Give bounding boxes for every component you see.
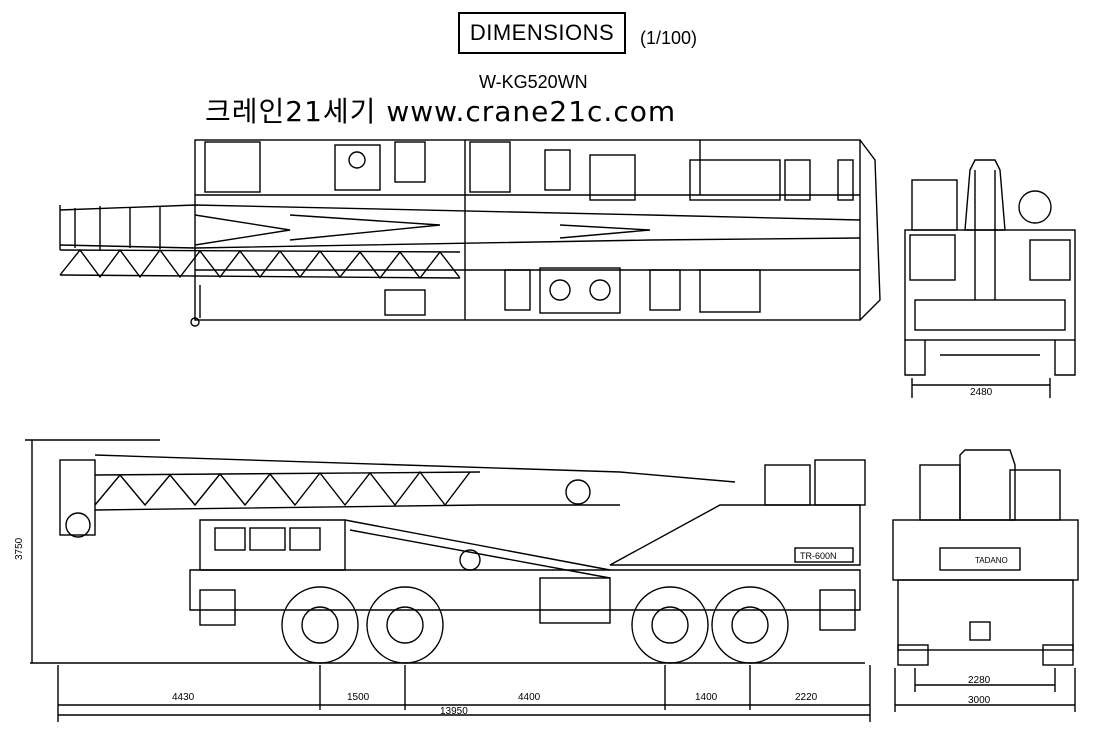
side-wheel-2: [366, 586, 444, 664]
side-boom-top: [94, 454, 736, 483]
watermark-text: 크레인21세기 www.crane21c.com: [205, 95, 677, 128]
side-boom-cylinder: [344, 519, 611, 571]
front-sheave: [1018, 190, 1052, 224]
side-boom-bottom: [94, 504, 620, 511]
dim-seg3: 4400: [518, 692, 541, 703]
top-view-body: [194, 139, 861, 321]
side-view: [25, 439, 871, 722]
rear-logo-plate: [939, 547, 1021, 571]
rear-logo-label: TADANO: [975, 556, 1008, 565]
rear-view: [892, 449, 1079, 712]
top-view-front: [859, 139, 881, 321]
side-jib-lattice: [94, 470, 471, 507]
top-winch-circle: [348, 151, 366, 169]
dim-seg4: 1400: [695, 692, 718, 703]
dim-seg1: 4430: [172, 692, 195, 703]
side-wheel-4: [711, 586, 789, 664]
top-jib-line: [59, 249, 461, 253]
title-box: DIMENSIONS: [458, 12, 626, 54]
front-body: [904, 229, 1076, 341]
dim-top-rear-width: 2480: [970, 387, 993, 398]
model-label: W-KG520WN: [479, 72, 588, 92]
side-wheel-3: [631, 586, 709, 664]
side-boom-head: [59, 459, 96, 536]
page-title: DIMENSIONS: [469, 20, 615, 45]
side-chassis: [189, 569, 861, 611]
rear-body: [892, 519, 1079, 581]
front-boom-head: [964, 159, 1006, 231]
top-cab: [204, 141, 261, 193]
dimension-labels: 2480 3750 4430 1500 4400 1400 2220 13950…: [14, 387, 1008, 717]
front-view: [904, 159, 1076, 398]
dim-overall-length: 13950: [440, 706, 468, 717]
side-model-plate: [794, 547, 854, 563]
dim-seg5: 2220: [795, 692, 818, 703]
top-boom-upper: [59, 204, 861, 221]
top-view: [59, 139, 881, 327]
dim-rear-width: 3000: [968, 695, 991, 706]
side-winch: [565, 479, 591, 505]
scale-label: (1/100): [640, 28, 698, 48]
top-boom-lower: [59, 237, 861, 249]
side-plate-label: TR-600N: [800, 551, 837, 561]
front-cab-window: [911, 179, 958, 231]
dim-seg2: 1500: [347, 692, 370, 703]
dim-rear-track: 2280: [968, 675, 991, 686]
top-jib-lattice: [59, 248, 461, 280]
dim-side-height: 3750: [14, 537, 25, 560]
top-engine: [539, 267, 621, 314]
side-wheel-1: [281, 586, 359, 664]
